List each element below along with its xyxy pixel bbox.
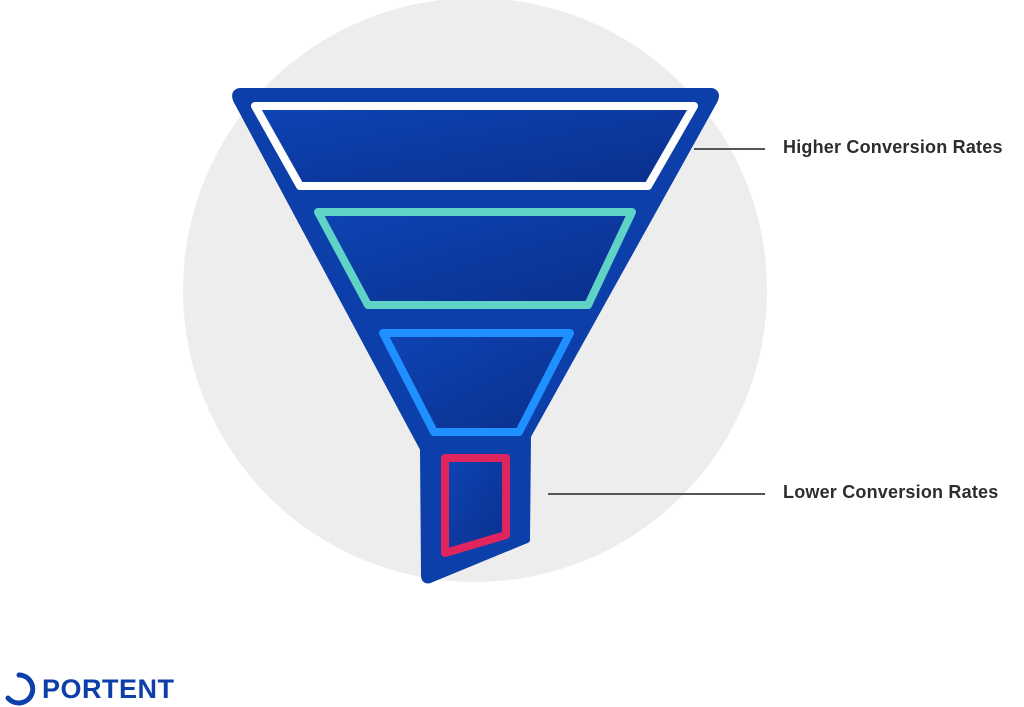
portent-logo: PORTENT	[2, 671, 175, 707]
funnel-stage-2	[314, 208, 636, 309]
portent-ring-icon	[5, 672, 36, 706]
funnel-stage-3	[379, 329, 574, 436]
label-higher-conversion-rates: Higher Conversion Rates	[783, 137, 1003, 157]
portent-logo-text: PORTENT	[42, 673, 175, 704]
label-lower-conversion-rates: Lower Conversion Rates	[783, 482, 999, 502]
funnel-stage-4	[441, 454, 510, 557]
funnel-stage-1	[251, 102, 698, 190]
